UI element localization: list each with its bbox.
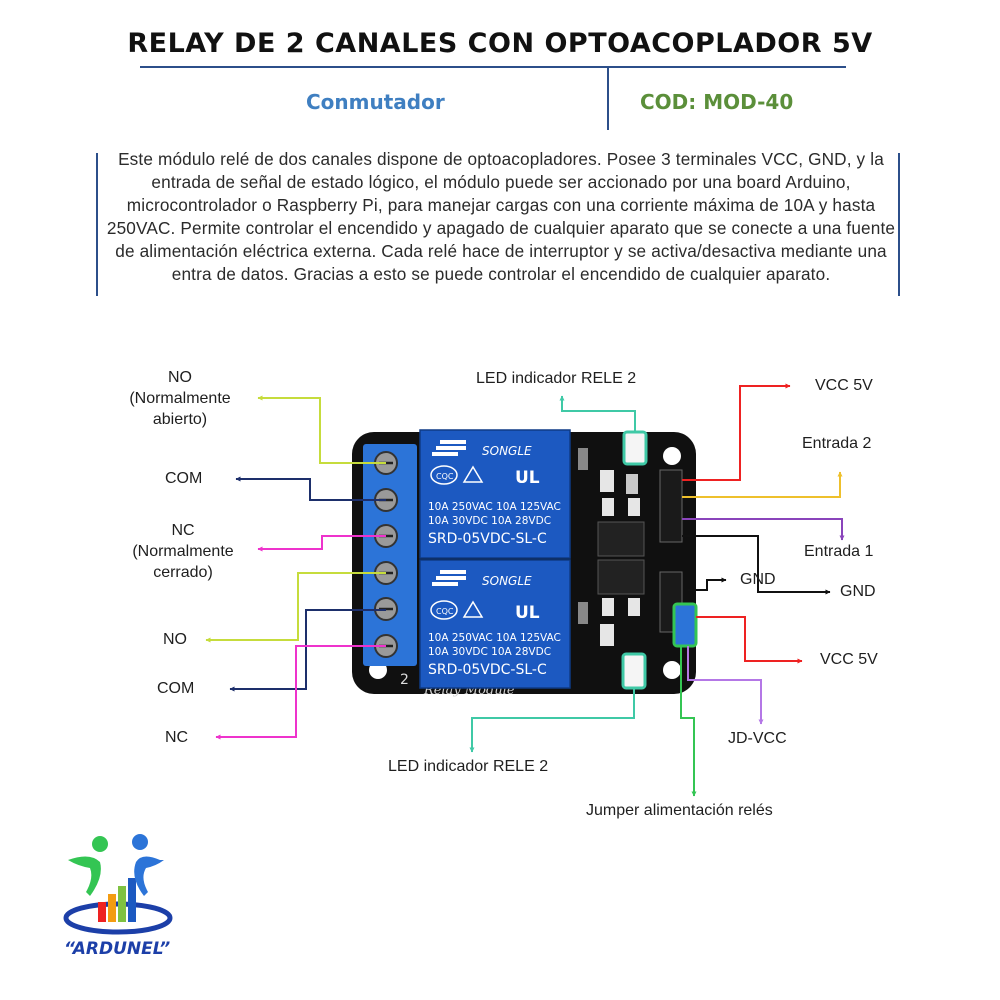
ardunel-logo: “ARDUNEL” — [63, 834, 173, 959]
no-top-line — [257, 395, 386, 464]
subtitle-divider — [607, 68, 609, 130]
nc-top-line — [257, 535, 386, 552]
label-nc-top-line-2: (Normalmente — [132, 543, 234, 560]
relay-spec-1: 10A 250VAC 10A 125VAC — [428, 632, 561, 644]
mount-hole — [663, 447, 681, 465]
label-entrada2: Entrada 2 — [802, 435, 872, 452]
jumper-line — [680, 646, 697, 797]
com-bottom-line — [229, 609, 386, 692]
nc-bottom-line — [215, 645, 386, 740]
relay-top: SONGLE CQC UL 10A 250VAC 10A 125VAC 10A … — [419, 429, 571, 559]
gnd-outer-line — [682, 535, 831, 595]
relay-brand: SONGLE — [482, 574, 532, 588]
relay-bottom: SONGLE CQC UL 10A 250VAC 10A 125VAC 10A … — [419, 559, 571, 689]
smd-components — [578, 448, 645, 646]
label-gnd-inner: GND — [740, 571, 776, 588]
jdvcc-line — [687, 646, 764, 725]
relay-ul: UL — [515, 468, 540, 488]
pin-header — [659, 469, 683, 543]
vcc-top-line — [682, 383, 791, 481]
terminal-block — [363, 444, 417, 666]
entrada1-line — [682, 518, 845, 541]
gnd-inner-line — [688, 577, 727, 591]
relay-model: SRD-05VDC-SL-C — [428, 662, 547, 678]
label-entrada1: Entrada 1 — [804, 543, 874, 560]
label-nc-bottom: NC — [165, 729, 189, 746]
relay-cert: CQC — [436, 607, 454, 616]
page-title: RELAY DE 2 CANALES CON OPTOACOPLADOR 5V — [127, 28, 873, 59]
jumper — [672, 602, 698, 648]
led-top-line — [559, 395, 636, 432]
label-led-top: LED indicador RELE 2 — [476, 370, 637, 387]
label-nc-top: NC (Normalmente cerrado) — [108, 520, 258, 583]
relay-ul: UL — [515, 603, 540, 623]
label-no-top-line-3: abierto) — [152, 411, 208, 428]
com-top-line — [235, 476, 386, 501]
entrada2-line — [682, 471, 843, 498]
vcc-bottom-line — [696, 616, 803, 664]
relay-brand: SONGLE — [482, 444, 532, 458]
label-nc-top-line-1: NC — [171, 522, 195, 539]
led-relay-2-top — [622, 430, 648, 466]
relay-spec-1: 10A 250VAC 10A 125VAC — [428, 501, 561, 513]
label-no-top-line-2: (Normalmente — [129, 390, 231, 407]
module-type: Conmutador — [306, 90, 445, 114]
relay-model: SRD-05VDC-SL-C — [428, 531, 547, 547]
label-no-top: NO (Normalmente abierto) — [110, 367, 250, 430]
label-nc-top-line-3: cerrado) — [153, 564, 213, 581]
relay-spec-2: 10A 30VDC 10A 28VDC — [428, 515, 551, 527]
led-bottom-line — [469, 688, 635, 753]
mount-hole — [663, 661, 681, 679]
label-vcc-bottom: VCC 5V — [820, 651, 878, 668]
label-no-top-line-1: NO — [168, 369, 192, 386]
channel-number: 2 — [400, 672, 409, 688]
title-divider — [140, 66, 846, 68]
description-text: Este módulo relé de dos canales dispone … — [106, 149, 896, 284]
label-led-bottom: LED indicador RELE 2 — [388, 758, 549, 775]
label-com-top: COM — [165, 470, 203, 487]
led-relay-2-bottom — [621, 652, 647, 690]
module-code: COD: MOD-40 — [640, 90, 794, 114]
description-bar-right — [898, 153, 900, 296]
no-bottom-line — [205, 572, 386, 643]
label-jd-vcc: JD-VCC — [728, 730, 787, 747]
label-gnd-outer: GND — [840, 583, 876, 600]
label-no-bottom: NO — [163, 631, 187, 648]
label-com-bottom: COM — [157, 680, 195, 697]
description-bar-left — [96, 153, 98, 296]
logo-text: “ARDUNEL” — [64, 939, 170, 959]
label-vcc-top: VCC 5V — [815, 377, 873, 394]
relay-cert: CQC — [436, 472, 454, 481]
label-jumper: Jumper alimentación relés — [586, 802, 773, 819]
relay-spec-2: 10A 30VDC 10A 28VDC — [428, 646, 551, 658]
